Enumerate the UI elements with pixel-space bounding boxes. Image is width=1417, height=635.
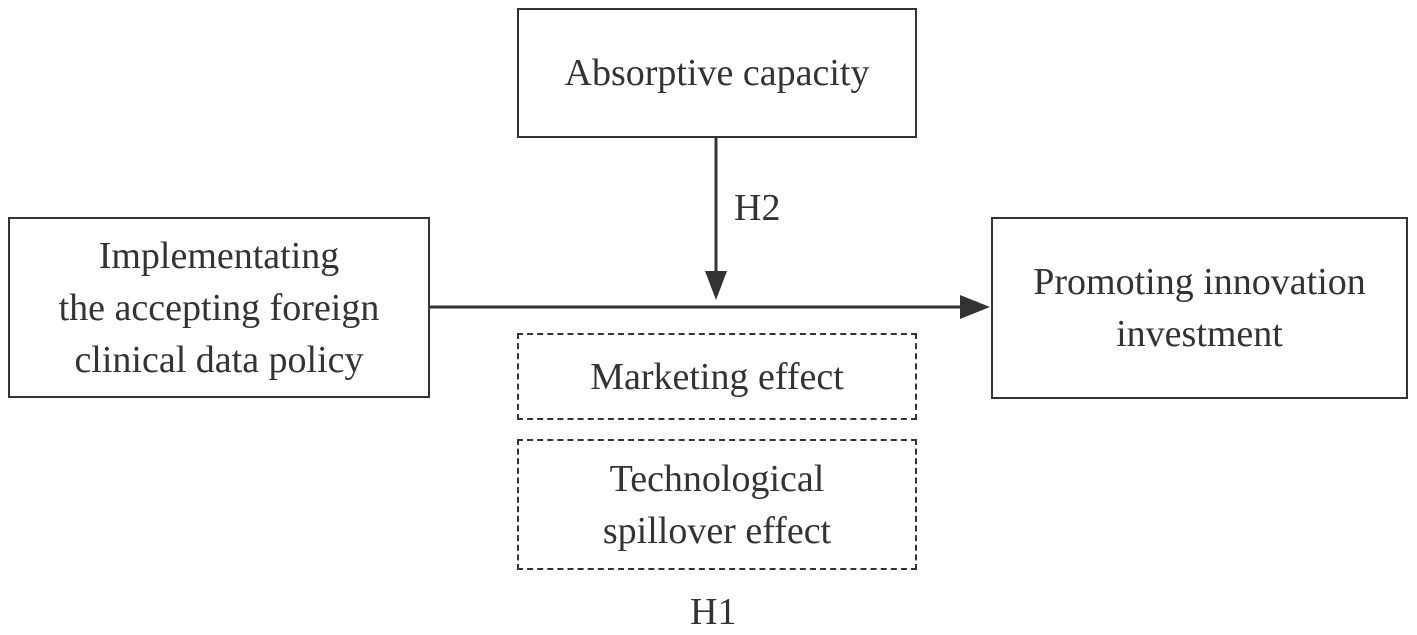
technological-spillover-box: Technological spillover effect bbox=[517, 439, 917, 570]
promoting-line-2: investment bbox=[1116, 313, 1283, 355]
hypothesis-h2-label: H2 bbox=[734, 187, 781, 229]
promoting-innovation-box: Promoting innovation investment bbox=[991, 217, 1408, 399]
policy-text: Implementating the accepting foreign cli… bbox=[59, 230, 380, 386]
promoting-line-1: Promoting innovation bbox=[1033, 261, 1366, 303]
hypothesis-h1-label: H1 bbox=[690, 591, 737, 633]
absorptive-to-edge-arrowhead bbox=[705, 271, 727, 300]
policy-line-3: clinical data policy bbox=[74, 338, 364, 381]
tech-line-1: Technological bbox=[609, 457, 825, 500]
absorptive-capacity-text: Absorptive capacity bbox=[565, 47, 870, 99]
absorptive-line-1: Absorptive capacity bbox=[564, 52, 870, 94]
promoting-innovation-text: Promoting innovation investment bbox=[1033, 256, 1366, 360]
policy-box: Implementating the accepting foreign cli… bbox=[8, 217, 430, 398]
absorptive-capacity-box: Absorptive capacity bbox=[517, 8, 917, 138]
policy-to-promoting-arrowhead bbox=[960, 295, 990, 319]
policy-line-1: Implementating bbox=[98, 234, 340, 277]
marketing-effect-text: Marketing effect bbox=[590, 351, 844, 403]
policy-line-2: the accepting foreign bbox=[58, 286, 380, 329]
tech-line-2: spillover effect bbox=[602, 509, 832, 552]
technological-spillover-text: Technological spillover effect bbox=[603, 453, 831, 557]
marketing-effect-box: Marketing effect bbox=[517, 333, 917, 420]
marketing-line-1: Marketing effect bbox=[590, 355, 844, 398]
